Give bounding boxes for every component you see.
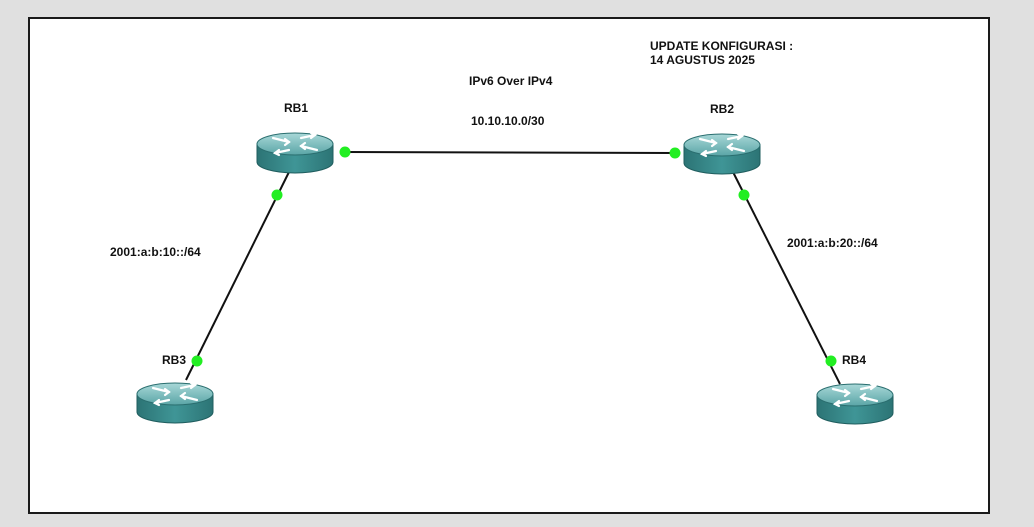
link-status-dot (669, 147, 681, 159)
link-status-dot (191, 355, 203, 367)
router-icon-rb1[interactable] (255, 131, 335, 175)
link-status-dot (738, 189, 750, 201)
link-rb2-rb4[interactable] (732, 171, 841, 385)
config-note-line1: UPDATE KONFIGURASI : (650, 39, 794, 53)
link-status-dot (339, 146, 351, 158)
link-status-dot (825, 355, 837, 367)
link-status-dot (271, 189, 283, 201)
tunnel-network-label: 10.10.10.0/30 (471, 114, 545, 128)
topology-canvas (28, 17, 990, 514)
router-label-rb4: RB4 (842, 353, 867, 367)
router-icon-rb4[interactable] (815, 382, 895, 426)
router-label-rb3: RB3 (162, 353, 187, 367)
router-label-rb1: RB1 (284, 101, 309, 115)
link-label-rb1-rb3: 2001:a:b:10::/64 (110, 245, 201, 259)
tunnel-title: IPv6 Over IPv4 (469, 74, 553, 88)
link-rb1-rb2[interactable] (344, 151, 676, 154)
link-label-rb2-rb4: 2001:a:b:20::/64 (787, 236, 878, 250)
router-label-rb2: RB2 (710, 102, 735, 116)
config-note-line2: 14 AGUSTUS 2025 (650, 53, 755, 67)
router-icon-rb2[interactable] (682, 132, 762, 176)
link-rb1-rb3[interactable] (185, 171, 290, 381)
router-icon-rb3[interactable] (135, 381, 215, 425)
